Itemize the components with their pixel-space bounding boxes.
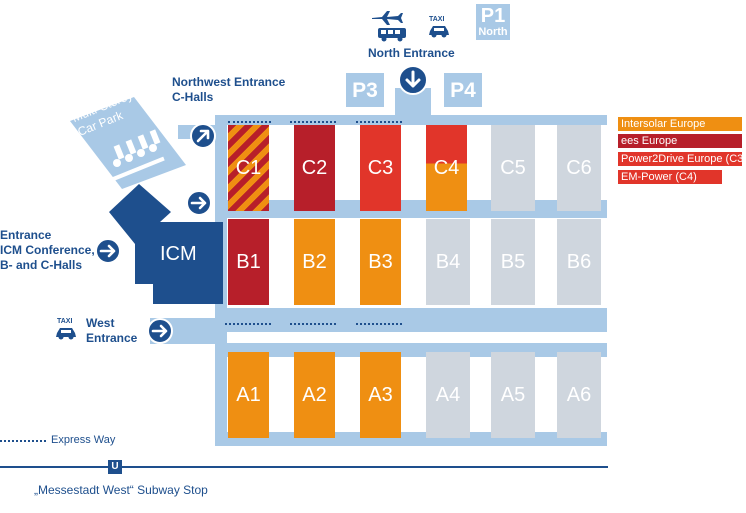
hall-b5[interactable]: B5 (491, 219, 535, 305)
hall-c5[interactable]: C5 (491, 125, 535, 211)
hall-a6[interactable]: A6 (557, 352, 601, 438)
hall-a4[interactable]: A4 (426, 352, 470, 438)
express-way-segment (290, 323, 336, 325)
express-way-segment (225, 323, 271, 325)
hall-b5-label: B5 (500, 250, 526, 273)
icm-entrance-label: Entrance ICM Conference, B- and C-Halls (0, 228, 95, 273)
taxi-west-icon (55, 327, 77, 340)
icm-entrance-label-line2: ICM Conference, (0, 243, 95, 257)
hall-c1[interactable]: C1 (228, 125, 269, 211)
subway-line (0, 466, 608, 468)
north-side-entrance-arrow-icon[interactable] (186, 190, 212, 216)
subway-stop-label: „Messestadt West“ Subway Stop (34, 483, 208, 497)
hall-b2[interactable]: B2 (294, 219, 335, 305)
hall-b1[interactable]: B1 (228, 219, 269, 305)
legend-intersolar-label: Intersolar Europe (621, 118, 706, 130)
south-corridor (215, 343, 607, 357)
bus-icon (378, 28, 406, 42)
icm-entrance-label-line1: Entrance (0, 228, 52, 242)
main-corridor-frame (215, 117, 607, 447)
hall-a5-label: A5 (500, 383, 526, 406)
legend-ees: ees Europe (618, 134, 742, 148)
icm-entrance-label-line3: B- and C-Halls (0, 258, 83, 272)
subway-stop-marker-icon: U (108, 460, 122, 474)
plane-icon (370, 10, 404, 26)
northwest-entrance-label-line1: Northwest Entrance (172, 75, 286, 89)
icm-building (105, 184, 223, 304)
hall-b4-label: B4 (435, 250, 461, 273)
hall-a5[interactable]: A5 (491, 352, 535, 438)
express-way-segment (356, 323, 402, 325)
legend-power2drive: Power2Drive Europe (C3) (618, 152, 746, 166)
hall-a1[interactable]: A1 (228, 352, 269, 438)
hall-b2-label: B2 (302, 250, 327, 273)
west-entrance-arrow-icon[interactable] (147, 318, 173, 344)
taxi-north-label: TAXI (429, 16, 445, 23)
hall-c4-label: C4 (433, 156, 460, 179)
icm-entrance-arrow-icon[interactable] (95, 238, 121, 264)
hall-c3-label: C3 (367, 156, 394, 179)
hall-c6-label: C6 (566, 156, 592, 179)
hall-c6[interactable]: C6 (557, 125, 601, 211)
hall-b3-label: B3 (368, 250, 393, 273)
hall-a4-label: A4 (435, 383, 461, 406)
hall-b6[interactable]: B6 (557, 219, 601, 305)
hall-c2[interactable]: C2 (294, 125, 335, 211)
northwest-entrance-arrow-icon[interactable] (190, 123, 216, 149)
express-way-segment (290, 121, 336, 123)
parking-p3: P3 (346, 73, 384, 107)
legend-ees-label: ees Europe (621, 135, 678, 147)
hall-a3-label: A3 (368, 383, 393, 406)
hall-a3[interactable]: A3 (360, 352, 401, 438)
hall-a2[interactable]: A2 (294, 352, 335, 438)
legend-power2drive-label: Power2Drive Europe (C3) (621, 153, 746, 165)
hall-a2-label: A2 (302, 383, 327, 406)
central-corridor (215, 308, 607, 332)
north-entrance-arrow-icon[interactable] (398, 65, 428, 95)
icm-label: ICM (160, 243, 197, 265)
parking-p1-sublabel: North (478, 26, 508, 38)
express-way-key-line (0, 440, 46, 442)
northwest-entrance-label: Northwest Entrance C-Halls (172, 75, 285, 105)
parking-p1-label: P1 (480, 5, 506, 27)
taxi-west-label: TAXI (57, 318, 73, 325)
northwest-entrance-label-line2: C-Halls (172, 90, 214, 104)
north-corridor (215, 200, 607, 218)
west-entrance-label-line2: Entrance (86, 331, 138, 345)
hall-c5-label: C5 (500, 156, 526, 179)
parking-p4: P4 (444, 73, 482, 107)
hall-b6-label: B6 (566, 250, 592, 273)
express-way-segment (228, 121, 271, 123)
parking-p1-north: P1 North (476, 4, 510, 40)
legend-em-power: EM-Power (C4) (618, 170, 722, 184)
hall-b3[interactable]: B3 (360, 219, 401, 305)
hall-c1-label: C1 (235, 156, 262, 179)
west-entrance-label: West Entrance (86, 316, 137, 346)
north-entrance-label: North Entrance (368, 46, 455, 60)
hall-c4[interactable]: C4 (426, 125, 467, 211)
hall-b4[interactable]: B4 (426, 219, 470, 305)
legend-em-power-label: EM-Power (C4) (621, 171, 697, 183)
hall-c2-label: C2 (301, 156, 328, 179)
express-way-segment (356, 121, 402, 123)
hall-a1-label: A1 (236, 383, 261, 406)
bottom-walkway (215, 432, 607, 446)
hall-c3[interactable]: C3 (360, 125, 401, 211)
multi-storey-car-park (62, 95, 192, 190)
express-way-key-label: Express Way (51, 434, 116, 446)
parking-p3-label: P3 (352, 78, 378, 102)
legend-intersolar: Intersolar Europe (618, 117, 742, 131)
taxi-north-icon (428, 25, 450, 38)
west-entrance-label-line1: West (86, 316, 115, 330)
hall-a6-label: A6 (566, 383, 592, 406)
parking-p4-label: P4 (450, 78, 476, 102)
hall-b1-label: B1 (236, 250, 261, 273)
subway-stop-marker-label: U (111, 461, 119, 472)
